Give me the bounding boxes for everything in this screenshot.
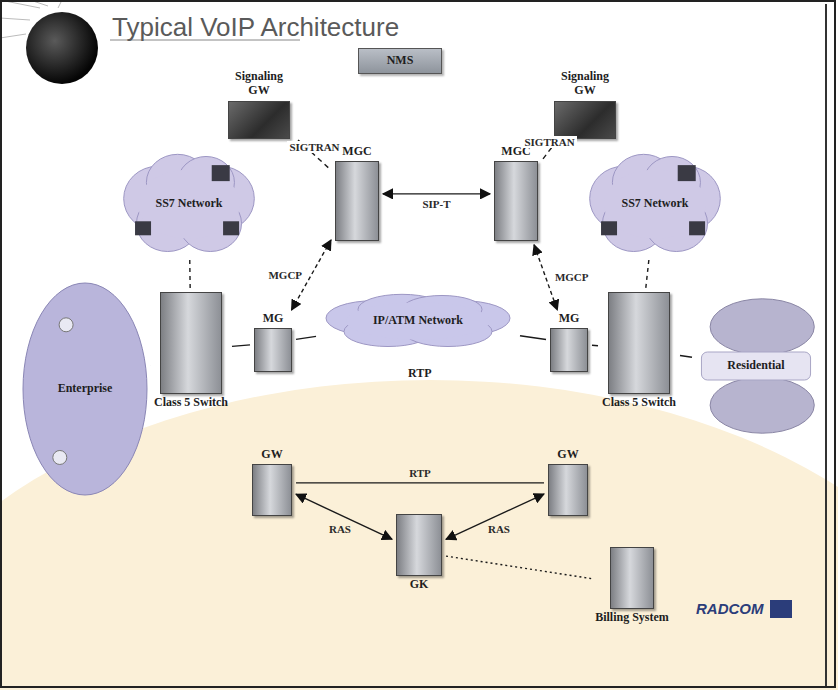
gateway-icon [548,464,588,516]
nms-box: NMS [358,48,442,74]
connector-line [296,482,544,483]
connector-label: SIGTRAN [287,141,341,153]
rtp-label: RTP [408,366,432,381]
connector-line [149,364,150,365]
connector-line [232,345,250,347]
gateway-icon [252,464,292,516]
media-gateway: MG [252,312,294,374]
node-label: Enterprise [58,382,113,396]
node-label: MG [559,312,580,326]
node-label: SS7 Network [155,197,222,211]
connector-line [383,193,490,194]
mgc-server: MGC [492,145,540,243]
class5-switch: Class 5 Switch [600,290,678,410]
billing-system-icon [610,547,654,609]
connector-line [296,494,392,539]
connector-line [446,556,591,578]
node-label: NMS [387,54,414,68]
billing-system: Billing System [593,545,671,625]
ss7-cloud: SS7 Network [118,150,260,258]
slide-title: Typical VoIP Architecture [112,12,399,43]
node-label: GW [261,448,282,462]
node-label: Class 5 Switch [154,396,228,410]
connector-line [646,260,649,288]
node-label: Signaling GW [224,70,294,98]
residential-site: Residential [694,296,818,436]
signaling-gateway: Signaling GW [548,70,622,139]
mgc-server-icon [494,161,538,241]
connector-line [446,494,544,539]
connector-label: RAS [486,523,512,535]
connector-label: SIP-T [420,198,452,210]
node-label: GK [410,578,429,592]
node-label: Signaling GW [550,70,620,98]
connector-line [592,344,598,346]
node-label: Class 5 Switch [602,396,676,410]
class5-switch-icon [608,292,670,394]
media-gateway-icon [550,328,588,372]
ip-atm-cloud: IP/ATM Network [318,292,518,350]
node-label: IP/ATM Network [373,314,463,328]
connector-label: RTP [407,467,433,479]
node-label: SS7 Network [621,197,688,211]
ss7-cloud: SS7 Network [584,150,726,258]
signaling-gateway: Signaling GW [222,70,296,139]
media-gateway: MG [548,312,590,374]
gatekeeper-icon [396,514,442,576]
class5-switch: Class 5 Switch [152,290,230,410]
gatekeeper: GK [394,512,444,592]
node-label: Residential [727,359,784,373]
media-gateway-icon [254,328,292,372]
gateway: GW [250,448,294,518]
node-label: MG [263,312,284,326]
enterprise-site: Enterprise [22,282,148,496]
connector-label: MGCP [266,269,304,281]
gateway: GW [546,448,590,518]
node-label: GW [557,448,578,462]
signaling-gateway-icon [228,101,290,139]
connector-label: MGCP [553,271,591,283]
node-label: Billing System [595,611,669,625]
connector-label: RAS [327,523,353,535]
mgc-server: MGC [333,145,381,243]
connector-line [189,260,191,288]
mgc-server-icon [335,161,379,241]
company-logo: RADCOM [696,600,764,617]
connector-line [520,336,546,340]
node-label: MGC [342,145,371,159]
connector-label: SIGTRAN [522,136,576,148]
class5-switch-icon [160,292,222,394]
signaling-gateway-icon [554,101,616,139]
connector-line [680,356,692,358]
connector-line [296,336,316,339]
